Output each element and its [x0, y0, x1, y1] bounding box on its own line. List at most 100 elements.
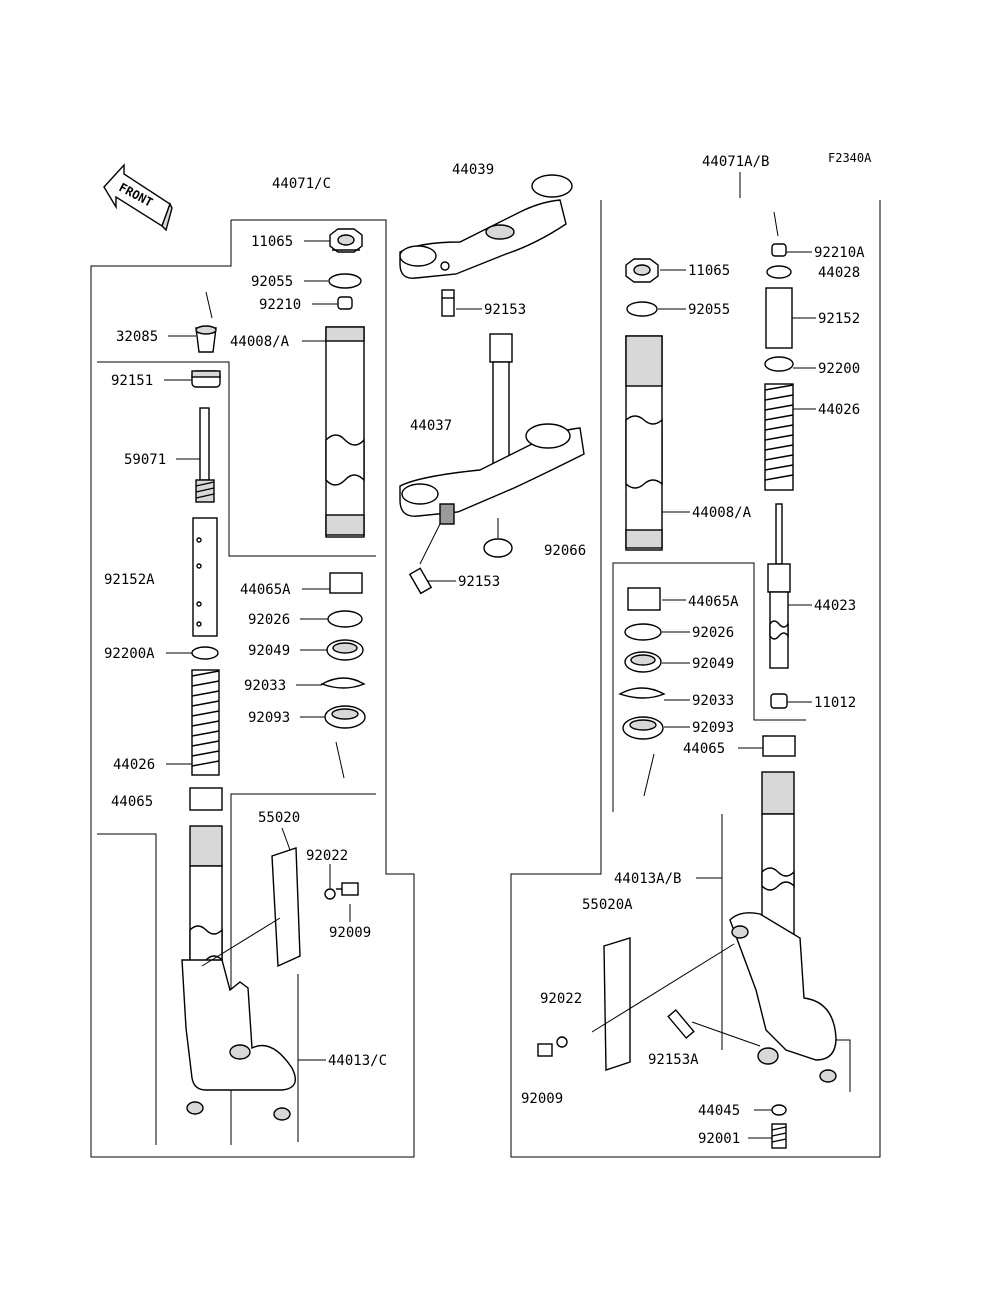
callout-44026-right: 44026 [818, 402, 860, 418]
callout-44065-left: 44065 [111, 794, 153, 810]
callout-92210-left: 92210 [259, 297, 301, 313]
callout-92055-left: 92055 [251, 274, 293, 290]
callout-92066: 92066 [544, 543, 586, 559]
group-label-lower-bracket: 44037 [410, 418, 452, 434]
callout-92210A: 92210A [814, 245, 865, 261]
part-55020A [591, 937, 735, 1071]
part-92026-right [624, 623, 662, 641]
callout-92153A: 92153A [648, 1052, 699, 1068]
callout-92152: 92152 [818, 311, 860, 327]
part-44023 [767, 503, 791, 669]
callout-92200A: 92200A [104, 646, 155, 662]
ref-code: F2340A [828, 151, 872, 165]
part-92055-left [328, 273, 362, 289]
part-92009-left [336, 882, 359, 896]
callout-44013C: 44013/C [328, 1053, 387, 1069]
part-44065-left [189, 787, 223, 811]
part-44037 [399, 333, 585, 525]
part-92049-right [624, 651, 662, 673]
callout-92049-right: 92049 [692, 656, 734, 672]
part-92093-right [622, 716, 664, 740]
callout-92009-right: 92009 [521, 1091, 563, 1107]
part-32085 [195, 291, 217, 353]
part-55020 [201, 847, 301, 968]
part-92001 [771, 1123, 787, 1149]
part-92200 [764, 356, 794, 372]
callout-44008-right: 44008/A [692, 505, 752, 521]
part-92151 [191, 370, 221, 388]
part-11012 [770, 693, 788, 709]
part-92022-left [324, 888, 336, 900]
callout-11065-left: 11065 [251, 234, 293, 250]
callout-labels: 11065 92055 92210 32085 44008/A 92151 59… [104, 234, 865, 1147]
callout-92026-left: 92026 [248, 612, 290, 628]
part-92153-upper [441, 289, 455, 317]
group-label-left-fork: 44071/C [272, 176, 331, 192]
callout-92153-lower: 92153 [458, 574, 500, 590]
callout-11065-right: 11065 [688, 263, 730, 279]
callout-92009-left: 92009 [329, 925, 371, 941]
part-92033-right [618, 687, 666, 699]
part-44039 [399, 174, 573, 279]
callout-44065A-left: 44065A [240, 582, 291, 598]
part-92153A [667, 1009, 761, 1047]
callout-92153-upper: 92153 [484, 302, 526, 318]
part-44026-left [191, 669, 220, 776]
part-92049-left [326, 639, 364, 661]
callout-92022-right: 92022 [540, 991, 582, 1007]
callout-44045: 44045 [698, 1103, 740, 1119]
part-44065A-right [627, 587, 661, 611]
part-44013C [181, 825, 296, 1121]
part-92153-lower [408, 523, 441, 595]
part-44028 [766, 265, 792, 279]
callout-55020: 55020 [258, 810, 300, 826]
part-92210A [771, 211, 787, 257]
callout-44065A-right: 44065A [688, 594, 739, 610]
part-92022-right [556, 1036, 568, 1048]
group-label-right-fork: 44071A/B [702, 154, 769, 170]
part-92055-right [626, 301, 658, 317]
part-11065-right [625, 258, 659, 283]
callout-44008-left: 44008/A [230, 334, 290, 350]
part-92210-left [337, 296, 353, 310]
callout-92093-right: 92093 [692, 720, 734, 736]
part-92152 [765, 287, 793, 349]
callout-92200: 92200 [818, 361, 860, 377]
front-arrow-icon: FRONT [103, 163, 173, 232]
part-92093-left [324, 705, 366, 729]
part-44008-right [625, 335, 663, 551]
callout-11012: 11012 [814, 695, 856, 711]
part-92066 [483, 518, 513, 558]
part-11065-left [329, 228, 363, 253]
part-92009-right [537, 1043, 553, 1057]
part-44045 [771, 1104, 787, 1116]
callout-44023: 44023 [814, 598, 856, 614]
right-group-frame [510, 172, 881, 1158]
part-92200A [191, 646, 219, 660]
callout-55020A: 55020A [582, 897, 633, 913]
part-44013AB [721, 771, 837, 1083]
callout-59071: 59071 [124, 452, 166, 468]
part-44026-right [764, 383, 794, 491]
callout-92093-left: 92093 [248, 710, 290, 726]
callout-92152A: 92152A [104, 572, 155, 588]
part-44065-right [762, 735, 796, 757]
callout-44013AB: 44013A/B [614, 871, 681, 887]
callout-92033-right: 92033 [692, 693, 734, 709]
part-92026-left [327, 610, 363, 628]
callout-44026-left: 44026 [113, 757, 155, 773]
callout-92151: 92151 [111, 373, 153, 389]
part-44008-left [325, 326, 365, 538]
callout-92001: 92001 [698, 1131, 740, 1147]
part-92152A [192, 517, 218, 637]
callout-92033-left: 92033 [244, 678, 286, 694]
part-59071 [195, 407, 215, 503]
part-44065A-left [329, 572, 363, 594]
callout-leaders [164, 240, 816, 1139]
callout-92049-left: 92049 [248, 643, 290, 659]
callout-44028: 44028 [818, 265, 860, 281]
callout-92026-right: 92026 [692, 625, 734, 641]
callout-44065-right: 44065 [683, 741, 725, 757]
part-92033-left [320, 677, 366, 689]
